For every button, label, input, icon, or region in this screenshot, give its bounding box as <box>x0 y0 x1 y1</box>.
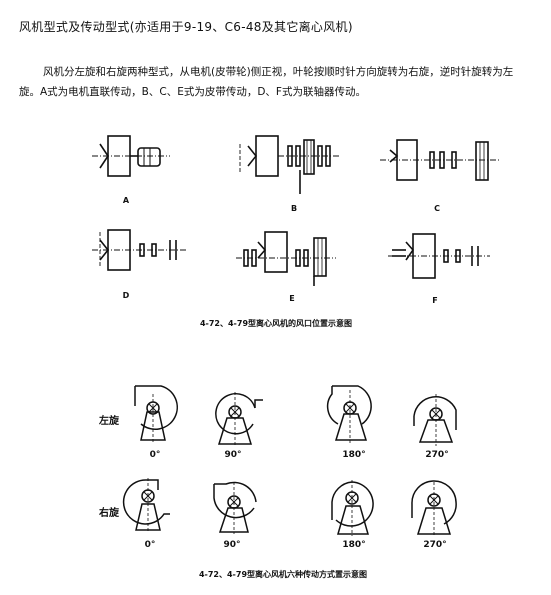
angle-label-right-90: 90° <box>223 540 241 550</box>
drive-label-e: E <box>289 294 295 303</box>
angle-label-left-270: 270° <box>425 450 449 460</box>
drive-caption: 4-72、4-79型离心风机六种传动方式置示意图 <box>198 570 368 579</box>
drive-label-d: D <box>122 291 130 300</box>
drive-f-diagram <box>388 233 490 279</box>
drive-b-diagram <box>239 135 340 194</box>
description-paragraph: 风机分左旋和右旋两种型式，从电机(皮带轮)侧正视，叶轮按顺时针方向旋转为右旋，逆… <box>19 66 514 98</box>
angle-label-right-0: 0° <box>144 540 156 550</box>
fan-right-270-diagram <box>411 480 457 536</box>
fan-left-0-diagram <box>134 385 178 442</box>
drive-a-diagram <box>92 135 170 177</box>
angle-label-left-90: 90° <box>224 450 242 460</box>
fan-right-0-diagram <box>122 478 170 532</box>
drive-d-diagram <box>92 229 188 271</box>
drive-label-f: F <box>432 296 438 305</box>
angle-label-left-0: 0° <box>149 450 161 460</box>
drive-types-diagram <box>92 135 500 286</box>
drive-c-diagram <box>380 139 500 181</box>
page-title: 风机型式及传动型式(亦适用于9-19、C6-48及其它离心风机) <box>19 20 353 34</box>
drive-label-b: B <box>290 204 298 213</box>
fan-left-90-diagram <box>215 392 263 446</box>
row-label-right: 右旋 <box>99 508 119 519</box>
drive-label-c: C <box>434 204 440 213</box>
fan-right-180-diagram <box>331 480 374 536</box>
row-label-left: 左旋 <box>99 416 119 427</box>
fan-left-270-diagram <box>413 394 457 446</box>
drive-e-diagram <box>236 231 336 286</box>
fan-right-90-diagram <box>213 481 257 534</box>
fan-left-180-diagram <box>326 385 372 444</box>
outlet-caption: 4-72、4-79型离心风机的风口位置示意图 <box>199 319 353 328</box>
angle-label-right-180: 180° <box>342 540 366 550</box>
drive-label-a: A <box>122 196 130 205</box>
angle-label-left-180: 180° <box>342 450 366 460</box>
angle-label-right-270: 270° <box>423 540 447 550</box>
